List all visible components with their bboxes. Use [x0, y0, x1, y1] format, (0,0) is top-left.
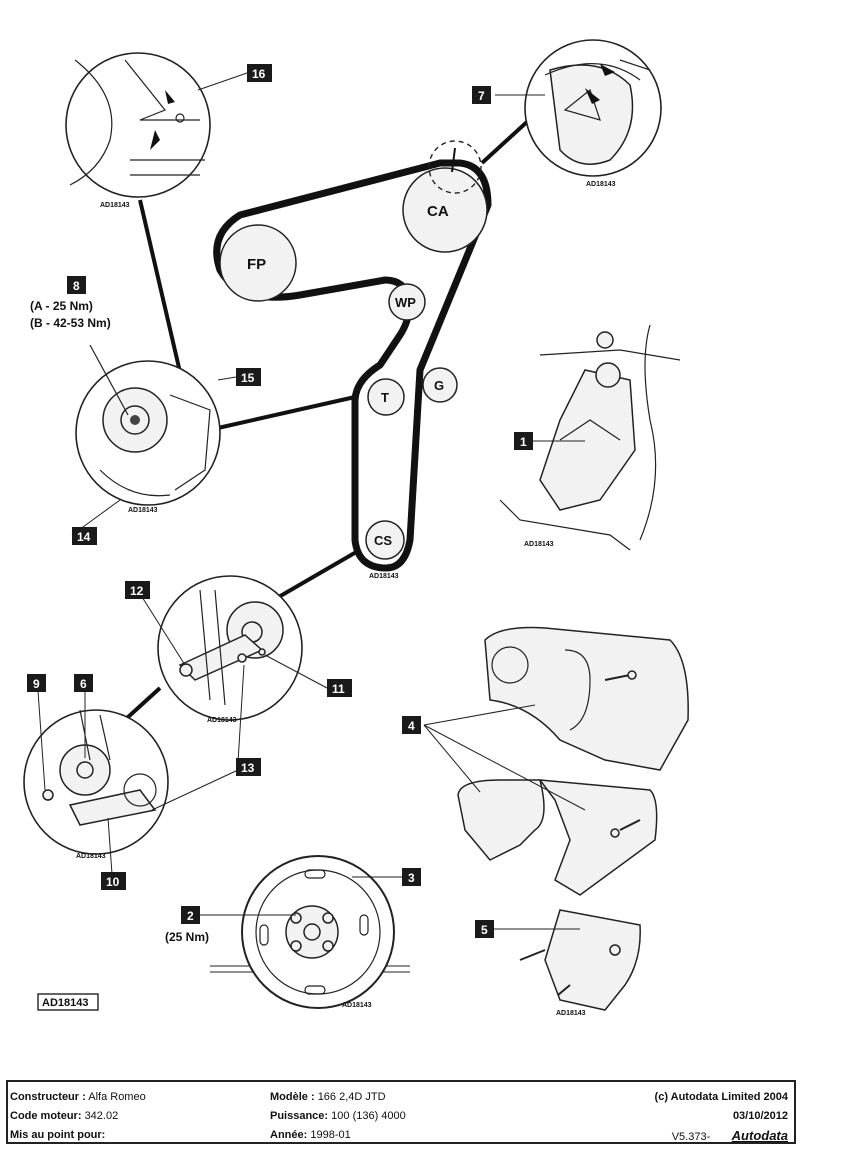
power-label: Puissance: — [270, 1110, 329, 1122]
ref-code-5: AD18143 — [556, 1010, 586, 1017]
callout-3: 3 — [402, 868, 421, 886]
svg-text:3: 3 — [408, 871, 415, 885]
autodata-logo: Autodata — [731, 1128, 788, 1143]
ref-code-16: AD18143 — [100, 202, 130, 209]
torque-2: (25 Nm) — [165, 930, 209, 944]
detail-1: AD18143 — [499, 324, 681, 551]
version: V5.373- — [671, 1131, 711, 1143]
callout-11: 11 — [327, 679, 352, 697]
pulley-ca-label: CA — [427, 203, 449, 220]
detail-6-9-10: AD18143 — [23, 709, 169, 860]
year-value: 1998-01 — [310, 1129, 351, 1141]
svg-text:13: 13 — [241, 761, 255, 775]
detail-7: AD18143 — [524, 39, 662, 188]
model-value: 166 2,4D JTD — [317, 1091, 386, 1103]
svg-text:16: 16 — [252, 67, 266, 81]
ref-code-1: AD18143 — [524, 541, 554, 548]
svg-text:10: 10 — [106, 875, 120, 889]
callout-10: 10 — [101, 872, 126, 890]
pulley-wp-label: WP — [395, 295, 416, 310]
svg-text:5: 5 — [481, 923, 488, 937]
callout-5: 5 — [475, 920, 494, 938]
pulley-wp: WP — [388, 283, 426, 321]
detail-8: AD18143 — [75, 344, 221, 514]
model-label: Modèle : — [270, 1091, 315, 1103]
ref-code-main: AD18143 — [369, 573, 399, 580]
timing-mark-circle — [428, 140, 482, 194]
callout-2: 2 — [181, 906, 200, 924]
svg-text:6: 6 — [80, 677, 87, 691]
svg-text:11: 11 — [332, 682, 345, 696]
svg-text:1: 1 — [520, 435, 527, 449]
reference-code-box: AD18143 — [37, 993, 99, 1011]
detail-4-lower-cover — [457, 779, 658, 896]
footer-col-publisher: (c) Autodata Limited 2004 03/10/2012 V5.… — [655, 1088, 788, 1147]
torque-8-a: (A - 25 Nm) — [30, 299, 93, 313]
svg-text:14: 14 — [77, 530, 91, 544]
engine-value: 342.02 — [84, 1110, 119, 1122]
svg-text:12: 12 — [130, 584, 144, 598]
svg-text:15: 15 — [241, 371, 255, 385]
svg-text:2: 2 — [187, 909, 194, 923]
ref-code-3: AD18143 — [342, 1002, 372, 1009]
svg-text:9: 9 — [33, 677, 40, 691]
pulley-g: G — [422, 367, 458, 403]
timing-belt-diagram: CA FP WP T G CS AD18143 — [23, 39, 689, 1017]
pulley-t-label: T — [381, 390, 389, 405]
pulley-cs-label: CS — [374, 533, 392, 548]
detail-5-bottom-cover: AD18143 — [519, 909, 641, 1017]
callout-labels: 1 2 3 4 5 6 7 8 9 10 11 12 13 14 15 16 — [27, 64, 533, 938]
svg-text:8: 8 — [73, 279, 80, 293]
pulley-fp-label: FP — [247, 256, 266, 273]
callout-6: 6 — [74, 674, 93, 692]
detail-16: AD18143 — [65, 52, 211, 209]
callout-9: 9 — [27, 674, 46, 692]
callout-12: 12 — [125, 581, 150, 599]
pulley-t: T — [367, 378, 405, 416]
footer-col-vehicle: Constructeur : Alfa Romeo Code moteur: 3… — [10, 1088, 146, 1145]
ref-code-8: AD18143 — [128, 507, 158, 514]
info-footer: Constructeur : Alfa Romeo Code moteur: 3… — [6, 1080, 796, 1144]
svg-text:7: 7 — [478, 89, 485, 103]
ref-code-6: AD18143 — [76, 853, 106, 860]
belt-layout: CA FP WP T G CS AD18143 — [213, 140, 492, 580]
pulley-cs: CS — [365, 520, 405, 560]
callout-14: 14 — [72, 527, 97, 545]
pulley-g-label: G — [434, 378, 444, 393]
power-value: 100 (136) 4000 — [331, 1110, 406, 1122]
callout-leaders — [37, 72, 586, 930]
svg-text:AD18143: AD18143 — [42, 997, 88, 1009]
print-date: 03/10/2012 — [732, 1110, 788, 1122]
timing-mark — [451, 147, 456, 173]
torque-8-b: (B - 42-53 Nm) — [30, 316, 111, 330]
make-label: Constructeur : — [10, 1091, 86, 1103]
engine-label: Code moteur: — [10, 1110, 82, 1122]
year-label: Année: — [270, 1129, 308, 1141]
ref-code-11: AD18143 — [207, 717, 237, 724]
callout-1: 1 — [514, 432, 533, 450]
detail-3: AD18143 — [210, 855, 410, 1009]
detail-11-12-13: AD18143 — [157, 575, 303, 724]
callout-13: 13 — [236, 758, 261, 776]
callout-15: 15 — [236, 368, 261, 386]
make-value: Alfa Romeo — [88, 1091, 146, 1103]
tuned-label: Mis au point pour: — [10, 1129, 106, 1141]
ref-code-7: AD18143 — [586, 181, 616, 188]
svg-text:4: 4 — [408, 719, 415, 733]
detail-4-upper-cover — [484, 626, 689, 771]
callout-4: 4 — [402, 716, 421, 734]
callout-16: 16 — [247, 64, 272, 82]
callout-7: 7 — [472, 86, 491, 104]
pulley-fp: FP — [219, 224, 297, 302]
footer-col-model: Modèle : 166 2,4D JTD Puissance: 100 (13… — [270, 1088, 406, 1145]
copyright: (c) Autodata Limited 2004 — [654, 1091, 788, 1103]
pulley-ca: CA — [402, 167, 488, 253]
callout-8: 8 — [67, 276, 86, 294]
